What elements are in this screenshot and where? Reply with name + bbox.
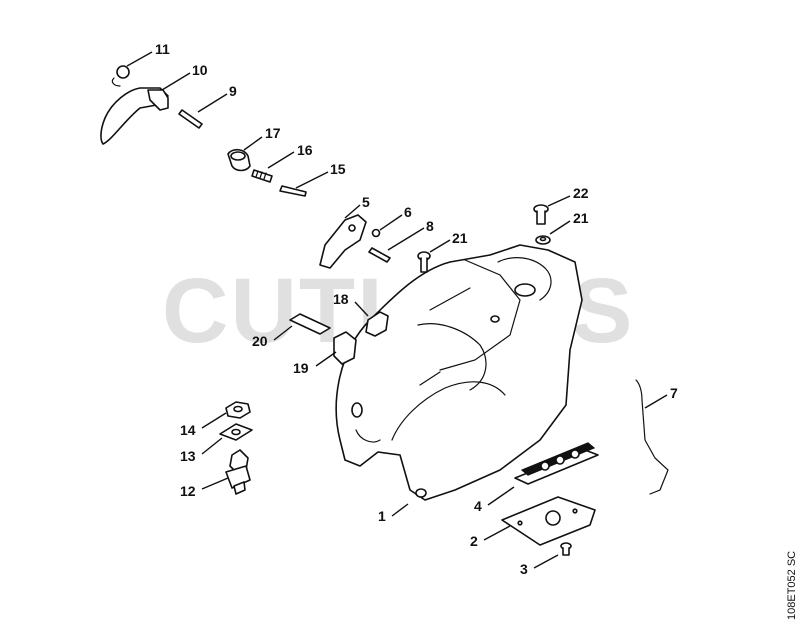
part-11-spring	[111, 65, 130, 87]
callout-12: 12	[180, 483, 196, 499]
callout-22: 22	[573, 185, 589, 201]
callout-18: 18	[333, 291, 349, 307]
part-6-washer	[371, 228, 381, 238]
callout-14: 14	[180, 422, 196, 438]
leader-lines	[126, 51, 668, 569]
part-9-pin	[178, 109, 203, 129]
callout-21-right: 21	[573, 210, 589, 226]
callout-5: 5	[362, 194, 370, 210]
part-13-plate	[219, 423, 253, 441]
callout-labels: 11 10 9 17 16 15 5 6 8 21 22 21 18 20 19…	[155, 41, 678, 577]
callout-19: 19	[293, 360, 309, 376]
part-12-switch	[225, 449, 251, 495]
part-7-rod	[635, 379, 669, 495]
callout-13: 13	[180, 448, 196, 464]
part-10-trigger	[100, 87, 169, 145]
part-18-bracket	[365, 311, 389, 337]
callout-4: 4	[474, 498, 482, 514]
callout-2: 2	[470, 533, 478, 549]
part-17-bushing	[227, 148, 251, 172]
callout-10: 10	[192, 62, 208, 78]
part-5-lever	[319, 214, 367, 269]
part-4-label	[514, 442, 599, 485]
part-19-holder	[333, 331, 357, 365]
callout-15: 15	[330, 161, 346, 177]
callout-6: 6	[404, 204, 412, 220]
callout-21-left: 21	[452, 230, 468, 246]
callout-8: 8	[426, 218, 434, 234]
callout-3: 3	[520, 561, 528, 577]
callout-11: 11	[155, 41, 170, 57]
part-15-pin	[279, 185, 307, 197]
part-20-strip	[289, 313, 331, 335]
callout-20: 20	[252, 333, 268, 349]
reference-code: 108ET052 SC	[786, 551, 798, 620]
part-21-screw-left	[417, 251, 431, 273]
part-3-screw	[560, 542, 572, 556]
part-16-spring	[251, 169, 273, 183]
part-2-plate	[501, 496, 596, 546]
part-14-nut	[225, 401, 251, 419]
part-8-pin	[368, 247, 391, 263]
callout-1: 1	[378, 508, 386, 524]
part-22-screw	[533, 204, 549, 225]
part-21-washer-top	[535, 235, 551, 245]
callout-17: 17	[265, 125, 281, 141]
callout-7: 7	[670, 385, 678, 401]
part-1-housing	[335, 244, 583, 501]
callout-9: 9	[229, 83, 237, 99]
callout-16: 16	[297, 142, 313, 158]
